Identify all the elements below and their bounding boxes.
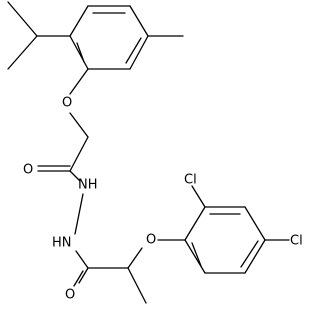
atom-label-o: O (62, 96, 72, 111)
bond (69, 68, 89, 95)
bond (7, 35, 38, 70)
bond (129, 35, 149, 70)
bond-inner (191, 242, 202, 267)
bond (69, 136, 89, 172)
atom-label-o: O (65, 288, 75, 303)
bond-double (73, 270, 84, 287)
bond (69, 35, 89, 70)
atom-label-nh: NH (78, 178, 98, 193)
atom-label-o: O (23, 163, 33, 178)
bond-inner (240, 240, 259, 268)
bond (69, 170, 81, 182)
bond (184, 206, 206, 241)
bond (7, 1, 38, 37)
atom-label-cl: Cl (184, 173, 197, 188)
bond (69, 112, 89, 138)
bond (69, 5, 89, 37)
bond (191, 185, 206, 208)
bond (75, 250, 89, 269)
bond (74, 193, 84, 235)
atom-label-cl: Cl (290, 234, 303, 249)
bonds (7, 1, 290, 304)
bond (127, 247, 143, 269)
atom-label-o: O (146, 233, 156, 248)
bond (129, 5, 149, 37)
bond-inner (125, 37, 142, 64)
bond (244, 239, 266, 274)
bond (184, 239, 206, 274)
bond (127, 267, 147, 304)
atom-label-hn: HN (52, 236, 72, 251)
atom-labels: O O NH HN O O Cl Cl (23, 96, 303, 303)
bond-inner (76, 42, 85, 63)
bond-double (78, 267, 89, 284)
bond (244, 206, 266, 241)
